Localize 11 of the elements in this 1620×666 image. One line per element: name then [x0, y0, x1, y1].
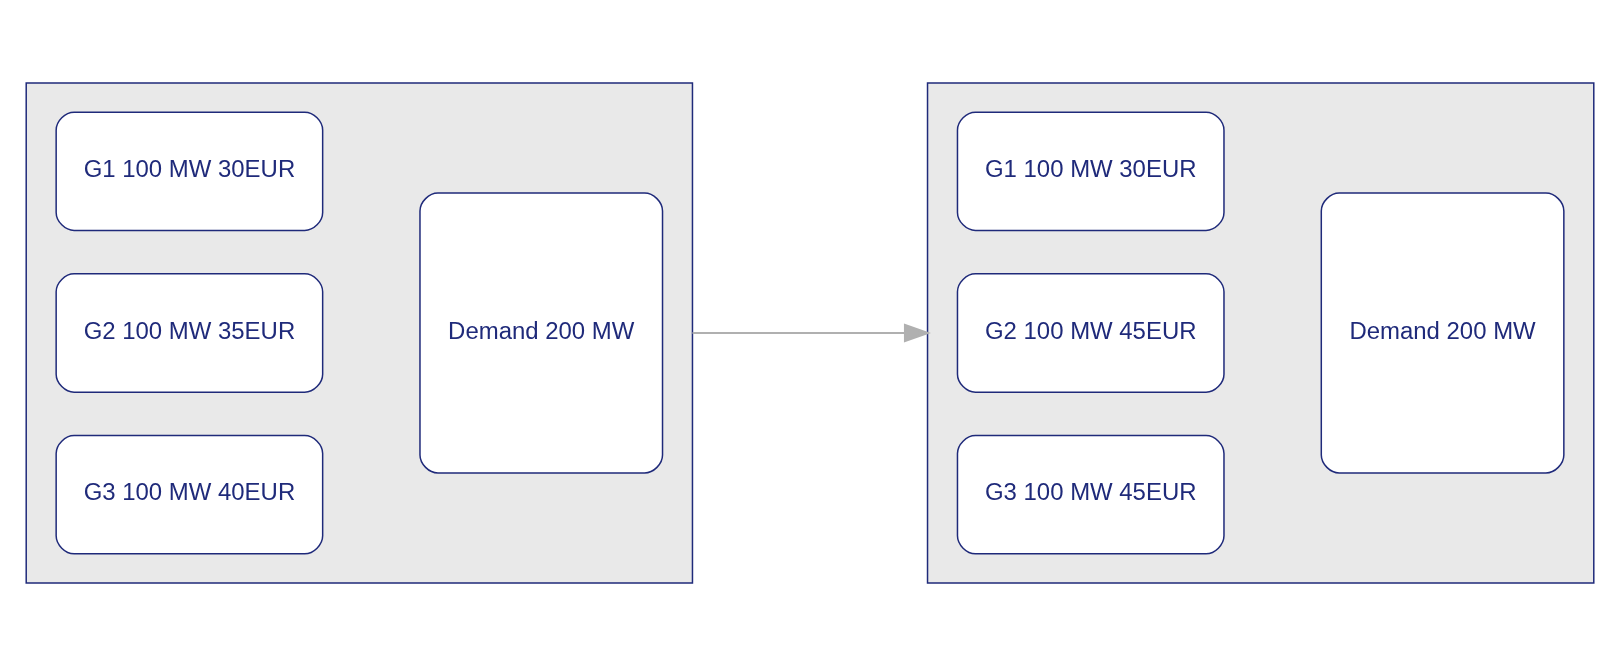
node-box: G1 100 MW 30EUR — [55, 111, 324, 232]
node-box: Demand 200 MW — [419, 192, 664, 474]
cluster — [926, 82, 1595, 584]
arrow — [692, 323, 931, 343]
node-box: Demand 200 MW — [1320, 192, 1565, 474]
node-box: G2 100 MW 45EUR — [956, 273, 1225, 393]
cluster — [25, 82, 694, 584]
node-box: G2 100 MW 35EUR — [55, 273, 324, 393]
node-box: G1 100 MW 30EUR — [956, 111, 1225, 232]
node-box: G3 100 MW 40EUR — [55, 434, 324, 555]
node-box: G3 100 MW 45EUR — [956, 434, 1225, 555]
